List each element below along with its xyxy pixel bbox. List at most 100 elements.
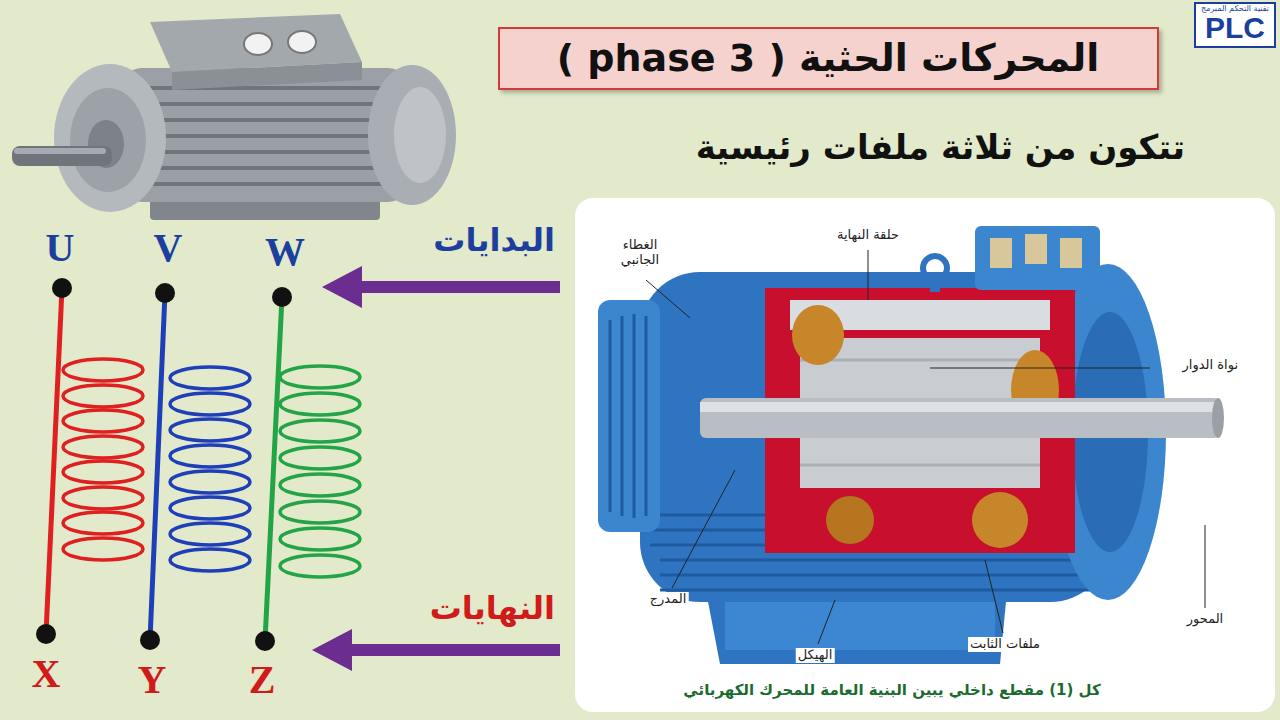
coil-wire xyxy=(46,288,282,641)
leader-line xyxy=(985,560,1003,633)
terminal-letter: Y xyxy=(138,660,167,700)
label-holder: حلقة النهاية xyxy=(835,228,901,243)
motor-cutaway xyxy=(621,316,624,516)
subtitle: تتكون من ثلاثة ملفات رئيسية xyxy=(696,130,1185,164)
motor-cutaway xyxy=(990,238,1012,268)
motor-photo xyxy=(172,62,362,90)
coil-red xyxy=(63,436,143,458)
coil-green xyxy=(280,447,360,469)
leader-line xyxy=(672,470,735,588)
motor-photo xyxy=(288,31,316,53)
terminal-dot xyxy=(140,630,160,650)
coil-blue xyxy=(170,445,250,467)
motor-photo xyxy=(150,166,400,170)
motor-cutaway xyxy=(975,226,1100,290)
motor-cutaway xyxy=(923,256,947,280)
coil-green xyxy=(280,366,360,577)
leader-line xyxy=(818,600,835,644)
motor-cutaway xyxy=(645,316,648,516)
motor-cutaway xyxy=(660,559,1100,562)
motor-photo xyxy=(150,182,400,186)
label-holder: Z xyxy=(249,660,276,700)
coil-green xyxy=(280,528,360,550)
coil-red xyxy=(63,461,143,483)
terminal-letter: U xyxy=(46,228,75,268)
pointer-arrow xyxy=(312,629,352,671)
motor-cutaway xyxy=(633,314,636,518)
coil-red xyxy=(63,487,143,509)
motor-cutaway xyxy=(598,226,1224,664)
coil-green xyxy=(280,501,360,523)
leader-line xyxy=(930,368,1150,369)
motor-photo xyxy=(12,146,112,166)
motor-cutaway xyxy=(650,529,780,532)
label-holder: البدايات xyxy=(433,224,555,256)
motor-photo xyxy=(368,65,456,205)
part-label: نواة الدوار xyxy=(1181,358,1240,373)
motor-photo xyxy=(14,148,106,154)
motor-cutaway xyxy=(650,544,780,547)
coil-wire xyxy=(46,288,62,634)
terminal-letter: W xyxy=(265,232,305,272)
motor-cutaway xyxy=(660,589,1100,592)
leader-line xyxy=(868,250,869,300)
pointer-arrow xyxy=(345,644,560,656)
coil-blue xyxy=(170,419,250,441)
label-holder: V xyxy=(154,228,183,268)
coil-blue xyxy=(170,367,250,571)
motor-cutaway xyxy=(800,359,1040,362)
motor-cutaway xyxy=(700,398,1220,438)
terminal-dot xyxy=(52,278,72,298)
label-holder: تتكون من ثلاثة ملفات رئيسية xyxy=(696,130,1185,164)
title-text: المحركات الحثية ( 3 phase ) xyxy=(557,37,1100,81)
terminal-dot xyxy=(36,278,292,651)
terminal-letter: X xyxy=(32,654,61,694)
motor-photo xyxy=(54,64,166,212)
coil-blue xyxy=(170,523,250,545)
coil-green xyxy=(280,393,360,415)
motor-photo xyxy=(70,88,146,192)
label-holder: المدرج xyxy=(648,592,689,607)
terminal-dot xyxy=(36,624,56,644)
logo-subtitle: تقنية التحكم المبرمج xyxy=(1199,5,1271,13)
motor-photo xyxy=(12,14,456,220)
part-label: حلقة النهاية xyxy=(835,228,901,243)
motor-cutaway xyxy=(972,492,1028,548)
coil-red xyxy=(63,538,143,560)
coil-red xyxy=(63,385,143,407)
label-holder: النهايات xyxy=(430,592,555,624)
coil-wire xyxy=(265,297,282,641)
motor-photo xyxy=(150,134,400,138)
pointer-arrow xyxy=(322,266,362,308)
label-holder: ملفات الثابت xyxy=(968,637,1042,652)
ends-label: النهايات xyxy=(430,592,555,624)
motor-cutaway xyxy=(930,278,940,292)
part-label: المحور xyxy=(1185,612,1225,627)
motor-photo xyxy=(150,14,362,72)
coil-red xyxy=(63,359,143,381)
coil-green xyxy=(280,366,360,388)
motor-cutaway xyxy=(800,464,1040,467)
label-holder: U xyxy=(46,228,75,268)
coil-blue xyxy=(170,497,250,519)
leader-line xyxy=(646,250,1205,644)
motor-photo xyxy=(150,102,400,106)
coil-blue xyxy=(170,367,250,389)
motor-cutaway xyxy=(660,574,1100,577)
terminal-letter: Z xyxy=(249,660,276,700)
leader-line xyxy=(1205,525,1206,608)
terminal-dot xyxy=(255,631,275,651)
motor-cutaway xyxy=(700,402,1220,412)
part-label: ملفات الثابت xyxy=(968,637,1042,652)
motor-cutaway xyxy=(725,600,995,650)
label-holder: W xyxy=(265,232,305,272)
motor-cutaway xyxy=(1060,238,1082,268)
pointer-arrow xyxy=(355,281,560,293)
coil-blue xyxy=(170,393,250,415)
motor-photo xyxy=(150,118,400,122)
caption-holder: كل (1) مقطع داخلي يبين البنية العامة للم… xyxy=(683,682,1100,699)
title-box: المحركات الحثية ( 3 phase ) xyxy=(498,27,1159,90)
terminal-letter: V xyxy=(154,228,183,268)
coil-green xyxy=(280,474,360,496)
